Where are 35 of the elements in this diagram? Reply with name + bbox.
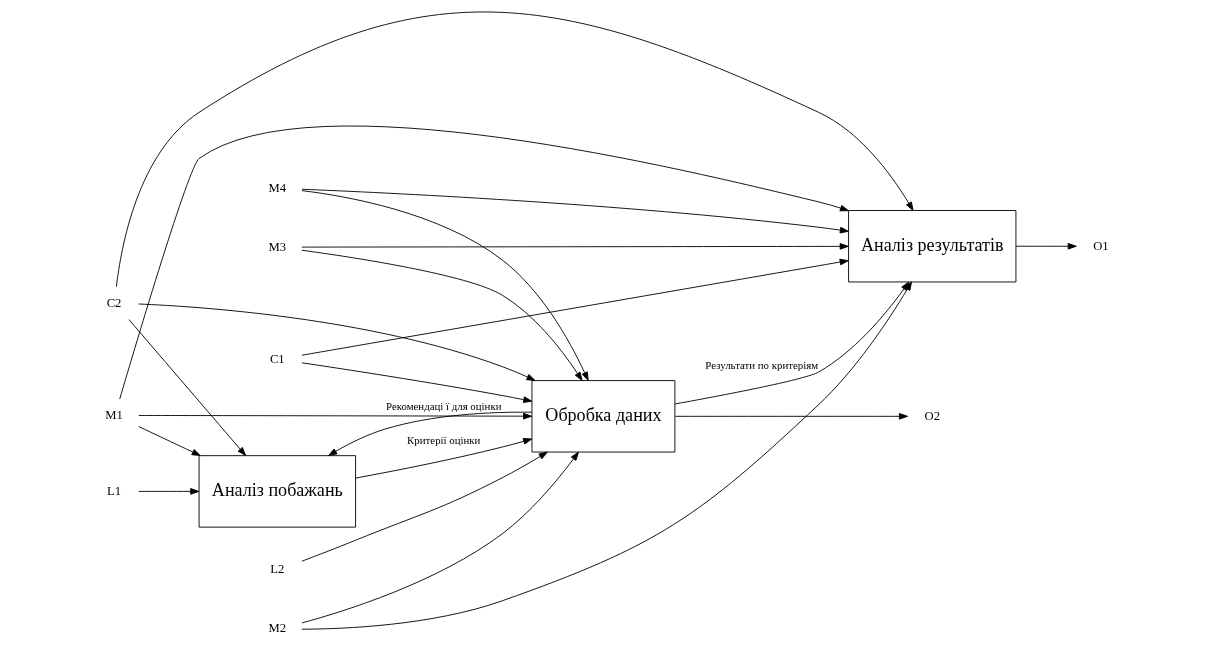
arrow	[137, 488, 199, 495]
node-text: M2	[268, 621, 286, 636]
edge-label: Рекомендаці ї для оцінки	[385, 399, 501, 412]
node-text: L1	[106, 483, 121, 498]
node-text: M4	[268, 180, 286, 195]
arrow	[354, 438, 532, 479]
arrow	[300, 190, 589, 381]
node-text: O2	[924, 408, 940, 423]
arrow	[674, 413, 908, 420]
node-box: Обробка даних	[531, 380, 675, 453]
arrow	[137, 426, 201, 456]
arrow	[115, 11, 913, 288]
arrow	[118, 126, 849, 400]
arrow	[301, 249, 583, 381]
arrow	[300, 258, 849, 356]
arrow	[301, 451, 579, 624]
node-text: M1	[104, 407, 123, 422]
arrow	[1015, 242, 1077, 250]
node-text: O1	[1092, 238, 1109, 253]
node-text: M3	[268, 239, 286, 254]
arrow	[301, 188, 849, 234]
arrow	[128, 319, 246, 456]
arrow	[300, 362, 532, 403]
edge-label: Критерії оцінки	[406, 433, 480, 446]
arrow	[137, 412, 532, 420]
arrow	[327, 411, 532, 456]
node-box: Аналіз побажань	[198, 455, 356, 528]
arrow	[300, 243, 849, 250]
node-text: C1	[269, 351, 285, 366]
node-box: Аналіз результатів	[847, 210, 1016, 283]
node-text: L2	[269, 562, 284, 577]
edge-label: Результати по критеріям	[704, 358, 818, 371]
arrow	[301, 451, 548, 562]
arrow	[137, 303, 535, 381]
node-text: C2	[106, 295, 121, 310]
